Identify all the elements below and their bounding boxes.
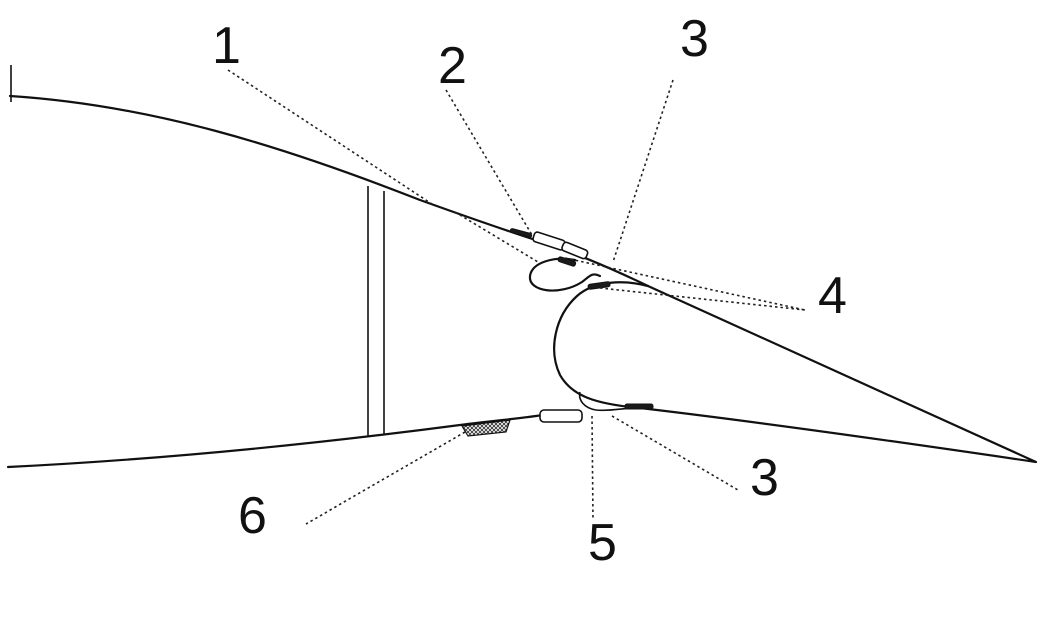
leader-5 (591, 415, 594, 521)
seal-4-a (557, 256, 577, 267)
seal-1-strip (509, 228, 533, 238)
seal-3-upper (561, 241, 589, 260)
callout-3-top: 3 (680, 10, 709, 68)
seal-4-b (587, 281, 611, 290)
leader-3-top (612, 79, 674, 263)
seal-2-upper (532, 231, 566, 251)
callout-1: 1 (212, 17, 241, 75)
seal-5 (539, 409, 583, 423)
seal-3-lower (624, 403, 654, 410)
callout-4: 4 (818, 267, 847, 325)
leader-4a (564, 257, 806, 311)
leader-4b (599, 287, 806, 311)
leader-3-bottom (611, 415, 739, 491)
leader-6 (305, 431, 466, 525)
wing-lower-surface (6, 412, 552, 469)
callout-6: 6 (238, 487, 267, 545)
wing-cove-loop (528, 257, 602, 292)
wing-upper-surface (8, 94, 550, 246)
callout-5: 5 (588, 514, 617, 572)
leader-1 (227, 69, 436, 207)
callout-2: 2 (438, 37, 467, 95)
callout-3-bottom: 3 (750, 449, 779, 507)
seal-6-hatched (461, 419, 511, 437)
leader-2 (445, 89, 533, 236)
flap-outline (553, 281, 1038, 464)
